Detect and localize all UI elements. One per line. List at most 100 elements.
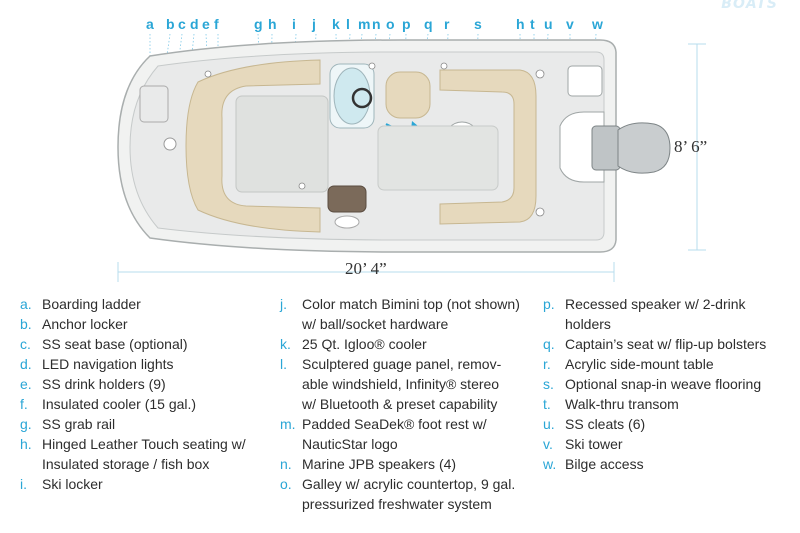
legend-text: SS drink holders (9) (42, 376, 166, 392)
legend-item: q. Captain’s seat w/ flip-up bolsters (543, 334, 800, 354)
legend-item: b. Anchor locker (20, 314, 282, 334)
legend-item: g. SS grab rail (20, 414, 282, 434)
legend-item: h.Hinged Leather Touch seating w/Insulat… (20, 434, 282, 474)
cockpit-deck (377, 125, 499, 191)
legend-item: r.Acrylic side-mount table (543, 354, 800, 374)
legend-text: Ski tower (565, 436, 623, 452)
callout-letter: h (516, 16, 525, 32)
cooler-seat (327, 185, 367, 213)
transom-box (567, 65, 603, 97)
legend-key: t. (543, 396, 551, 412)
legend-key: j. (280, 296, 287, 312)
legend-text: 25 Qt. Igloo® cooler (302, 336, 427, 352)
legend-text: Color match Bimini top (not shown)w/ bal… (302, 296, 520, 332)
legend-text: Padded SeaDek® foot rest w/NauticStar lo… (302, 416, 487, 452)
legend-key: r. (543, 356, 551, 372)
legend-item: j. Color match Bimini top (not shown)w/ b… (280, 294, 550, 334)
legend-text: Walk-thru transom (565, 396, 679, 412)
legend-key: q. (543, 336, 555, 352)
callout-letter: n (372, 16, 381, 32)
callout-letter: j (312, 16, 316, 32)
legend-text: Marine JPB speakers (4) (302, 456, 457, 472)
callout-letter: i (292, 16, 296, 32)
legend-key: f. (20, 396, 28, 412)
legend-column-2: j. Color match Bimini top (not shown)w/ b… (280, 294, 550, 514)
legend-key: m. (280, 416, 296, 432)
stern-seating (439, 69, 537, 225)
legend-item: f. Insulated cooler (15 gal.) (20, 394, 282, 414)
seat-base (163, 137, 177, 151)
callout-letter: p (402, 16, 411, 32)
legend-item: o. Galley w/ acrylic countertop, 9 gal.pr… (280, 474, 550, 514)
callout-letter: s (474, 16, 482, 32)
legend-key: n. (280, 456, 292, 472)
legend-item: d. LED navigation lights (20, 354, 282, 374)
legend-key: s. (543, 376, 554, 392)
legend-key: o. (280, 476, 292, 492)
callout-letter: c (178, 16, 186, 32)
callout-letter: g (254, 16, 263, 32)
legend-key: u. (543, 416, 555, 432)
legend-key: c. (20, 336, 31, 352)
galley-sink (334, 215, 360, 229)
callout-letter: u (544, 16, 553, 32)
legend-text: Anchor locker (42, 316, 128, 332)
legend-item: l. Sculptered guage panel, remov-able win… (280, 354, 550, 414)
legend-item: u. SS cleats (6) (543, 414, 800, 434)
callout-letter: t (530, 16, 535, 32)
legend-key: g. (20, 416, 32, 432)
legend-key: i. (20, 476, 27, 492)
legend-text: SS grab rail (42, 416, 116, 432)
callout-letter: w (592, 16, 603, 32)
boat-top-view: 8’ 6” 20’ 4” (117, 33, 707, 282)
callout-letter: b (166, 16, 175, 32)
legend-text: Boarding ladder (42, 296, 141, 312)
callout-letter: h (268, 16, 277, 32)
callout-letter: r (444, 16, 450, 32)
legend-text: Galley w/ acrylic countertop, 9 gal.pres… (302, 476, 516, 512)
legend-key: d. (20, 356, 32, 372)
legend-key: b. (20, 316, 32, 332)
callout-letter: o (386, 16, 395, 32)
legend-item: m. Padded SeaDek® foot rest w/NauticStar … (280, 414, 550, 454)
legend-key: l. (280, 356, 287, 372)
legend-key: v. (543, 436, 553, 452)
legend-text: SS cleats (6) (565, 416, 646, 432)
captains-seat (385, 71, 431, 119)
legend-text: Optional snap-in weave flooring (565, 376, 762, 392)
beam-dimension-line (688, 43, 706, 251)
legend-item: n. Marine JPB speakers (4) (280, 454, 550, 474)
legend-item: v. Ski tower (543, 434, 800, 454)
legend-item: e. SS drink holders (9) (20, 374, 282, 394)
legend-text: Captain’s seat w/ flip-up bolsters (565, 336, 767, 352)
callout-letter: a (146, 16, 154, 32)
callout-letter: f (214, 16, 219, 32)
legend-text: LED navigation lights (42, 356, 174, 372)
legend-text: Sculptered guage panel, remov-able winds… (302, 356, 502, 412)
legend-text: Bilge access (565, 456, 644, 472)
legend-item: i. Ski locker (20, 474, 282, 494)
beam-dimension-label: 8’ 6” (674, 137, 707, 156)
callout-letter: k (332, 16, 340, 32)
legend-key: p. (543, 296, 555, 312)
legend-key: e. (20, 376, 32, 392)
callout-letter: d (190, 16, 199, 32)
outboard-motor (591, 122, 671, 174)
legend-text: Insulated cooler (15 gal.) (42, 396, 197, 412)
callout-letter: q (424, 16, 433, 32)
legend-item: k.25 Qt. Igloo® cooler (280, 334, 550, 354)
callout-letter: l (346, 16, 350, 32)
anchor-locker (139, 85, 169, 123)
brand-logo-text: BOATS (721, 0, 778, 12)
legend-text: Ski locker (42, 476, 103, 492)
bow-seating (185, 59, 321, 233)
steering-wheel (351, 87, 373, 109)
legend-item: t. Walk-thru transom (543, 394, 800, 414)
legend-text: Hinged Leather Touch seating w/Insulated… (42, 436, 246, 472)
legend-key: a. (20, 296, 32, 312)
